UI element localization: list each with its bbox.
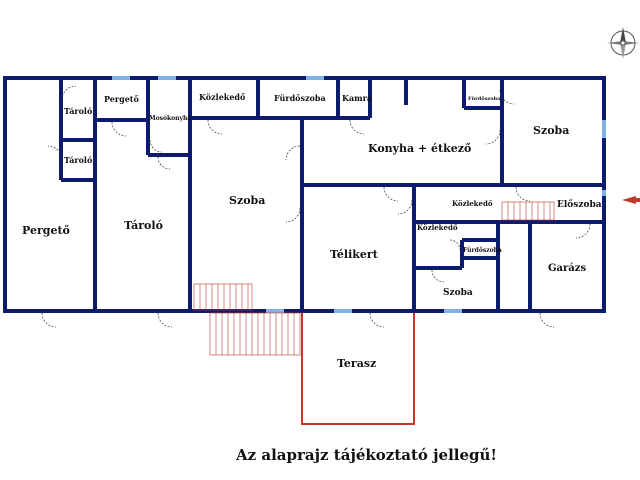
room-label-szoba-small: Szoba: [443, 288, 473, 298]
room-label-telikert: Télikert: [330, 248, 379, 261]
room-label-terasz: Terasz: [337, 357, 376, 370]
stairs-outer: [209, 312, 301, 356]
room-label-szoba-right: Szoba: [533, 124, 569, 137]
room-label-tarolo-1: Tároló: [64, 106, 93, 116]
room-label-kozlekedo-top: Közlekedő: [199, 92, 246, 102]
room-label-szoba-center: Szoba: [229, 194, 265, 207]
room-label-eloszoba: Előszoba: [557, 199, 602, 210]
room-label-tarolo-2: Tároló: [64, 155, 93, 165]
terrace-outline: [301, 313, 415, 425]
room-label-tarolo-big: Tároló: [124, 219, 163, 232]
room-label-kozlekedo-mid: Közlekedő: [452, 199, 493, 208]
windows: [112, 76, 606, 313]
compass-icon: [607, 27, 639, 59]
room-label-pergeto-small: Pergető: [104, 94, 139, 104]
stairs-inner: [193, 283, 253, 311]
room-label-kamra: Kamra: [342, 93, 372, 103]
room-label-garazs: Garázs: [548, 263, 586, 274]
room-label-mosokonyha: Mosókonyha: [149, 115, 191, 122]
room-label-furdoszoba-small: Fürdőszoba: [468, 95, 501, 102]
entrance-arrow-icon: [622, 196, 640, 204]
room-label-pergeto-big: Pergető: [22, 224, 70, 237]
room-label-furdoszoba-mid: Fürdőszoba: [463, 247, 502, 254]
doors: [41, 85, 591, 328]
room-label-kozlekedo-small: Közlekedő: [417, 223, 458, 232]
stairs-entry: [501, 201, 555, 221]
walls: [3, 76, 606, 313]
room-label-furdoszoba-top: Fürdőszoba: [274, 93, 326, 103]
room-label-konyha: Konyha + étkező: [368, 142, 471, 155]
disclaimer-caption: Az alaprajz tájékoztató jellegű!: [236, 446, 498, 464]
